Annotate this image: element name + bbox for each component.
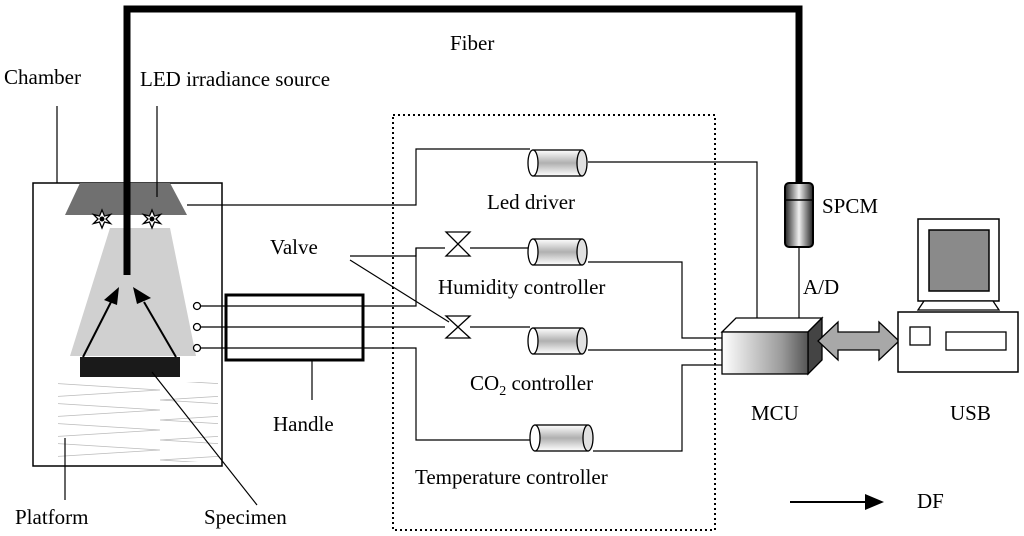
- led-driver-label: Led driver: [487, 190, 575, 214]
- led-driver-wire: [187, 148, 530, 206]
- temperature-controller-cylinder: [529, 424, 594, 452]
- led-driver-cylinder: [527, 149, 588, 177]
- port-wire: [200, 247, 445, 307]
- fiber-label: Fiber: [450, 31, 494, 55]
- mcu-box: [720, 316, 824, 376]
- specimen-block: [80, 357, 180, 377]
- emission-arrow: [143, 301, 177, 358]
- co2-label-subscript: 2: [499, 384, 506, 399]
- platform-spring: [58, 382, 218, 462]
- computer-icon: [897, 218, 1019, 373]
- humidity-wire: [588, 261, 722, 339]
- temperature-label: Temperature controller: [415, 465, 608, 489]
- df-label: DF: [917, 489, 944, 513]
- port-icon: [192, 301, 202, 311]
- ad-label: A/D: [803, 275, 839, 299]
- valve-icon: [444, 315, 472, 339]
- co2-label: CO2 controller: [470, 371, 593, 399]
- handle-label: Handle: [273, 412, 334, 436]
- temperature-wire: [593, 364, 722, 452]
- co2-label-rest: controller: [506, 371, 593, 395]
- led-star-icon: [91, 208, 113, 230]
- led-source-label: LED irradiance source: [140, 67, 330, 91]
- port-icon: [192, 322, 202, 332]
- port-icon: [192, 343, 202, 353]
- emission-arrow-head: [104, 287, 119, 305]
- valve-label: Valve: [270, 235, 318, 259]
- valve-line: [350, 248, 417, 257]
- light-beam: [70, 228, 196, 356]
- led-star-icon: [141, 208, 163, 230]
- port-wire: [200, 347, 530, 441]
- valve-icon: [444, 231, 472, 257]
- co2-controller-cylinder: [527, 327, 588, 355]
- chamber-label: Chamber: [4, 65, 81, 89]
- humidity-controller-cylinder: [527, 238, 588, 266]
- led-driver-to-mcu-wire: [588, 161, 758, 320]
- co2-label-main: CO: [470, 371, 499, 395]
- emission-arrow: [82, 301, 112, 358]
- spcm-label: SPCM: [822, 194, 878, 218]
- controller-frame: [392, 114, 716, 531]
- specimen-label: Specimen: [204, 505, 287, 529]
- df-arrow-head: [865, 494, 884, 510]
- emission-arrow-head: [133, 287, 151, 304]
- usb-label: USB: [950, 401, 991, 425]
- valve-line: [349, 259, 450, 323]
- specimen-leader: [151, 371, 258, 506]
- platform-label: Platform: [15, 505, 89, 529]
- usb-double-arrow: [817, 320, 900, 362]
- mcu-label: MCU: [751, 401, 799, 425]
- spcm-detector: [784, 182, 814, 248]
- humidity-label: Humidity controller: [438, 275, 605, 299]
- fiber-cable: [123, 5, 803, 275]
